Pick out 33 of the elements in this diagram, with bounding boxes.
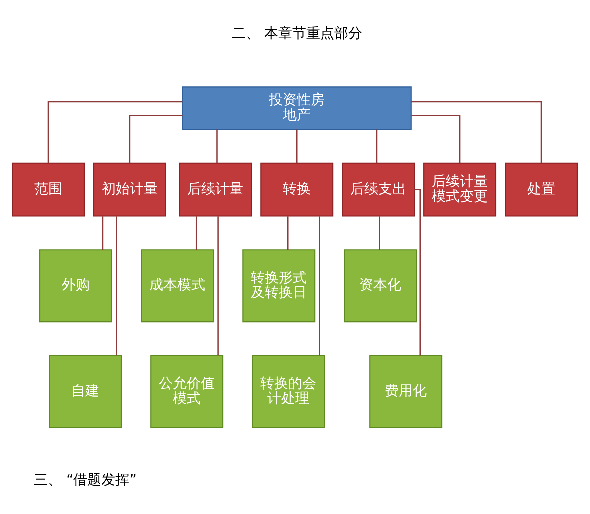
node-box: 初始计量 (93, 162, 166, 216)
connector (218, 216, 219, 356)
connector (288, 216, 289, 250)
connector (129, 114, 183, 163)
label: 二、 本章节重点部分 (232, 25, 362, 42)
connector (379, 216, 380, 250)
node-box: 后续计量模式变更 (424, 162, 497, 216)
connector (319, 216, 320, 356)
node-box: 转换的会计处理 (252, 354, 326, 428)
node-box: 资本化 (344, 249, 418, 322)
node-box: 转换 (260, 162, 334, 216)
node-box: 投资性房地产 (182, 86, 412, 130)
node-box: 成本模式 (141, 249, 214, 322)
connector (296, 129, 298, 163)
node-box: 自建 (49, 354, 122, 428)
connector (48, 100, 183, 162)
connector (216, 129, 218, 163)
node-box: 后续计量 (179, 162, 252, 216)
connector (412, 114, 461, 163)
connector (376, 129, 378, 163)
connector (196, 216, 198, 250)
connector (116, 216, 118, 356)
node-box: 转换形式及转换日 (242, 249, 316, 322)
node-box: 处置 (505, 162, 578, 216)
node-box: 范围 (12, 162, 85, 216)
label: 三、 “借题发挥” (34, 472, 137, 488)
node-box: 后续支出 (342, 162, 416, 216)
connector (102, 216, 104, 250)
connector (414, 188, 421, 356)
node-box: 费用化 (370, 354, 443, 428)
node-box: 公允价值模式 (150, 354, 224, 428)
connector (411, 100, 542, 162)
node-box: 外购 (40, 249, 112, 322)
